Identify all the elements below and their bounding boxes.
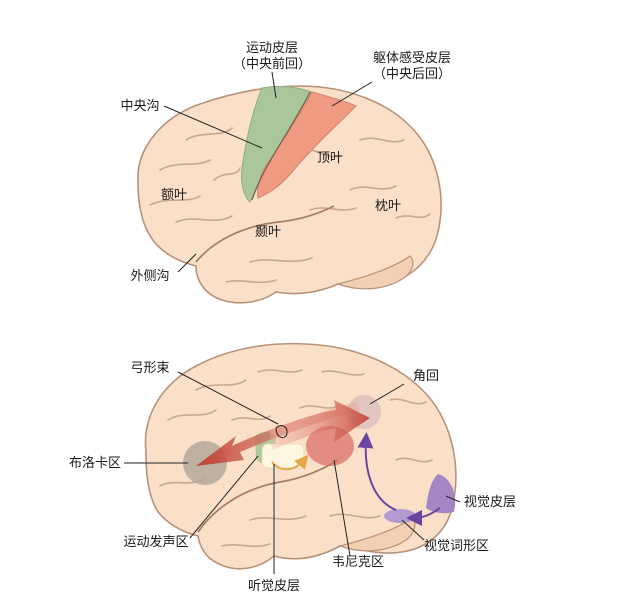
visual-word-form-region: [384, 509, 416, 523]
arcuate-arrow-to-wernicke: [270, 400, 370, 450]
label-broca-area: 布洛卡区: [69, 456, 121, 471]
label-frontal-lobe: 额叶: [161, 188, 187, 203]
leader-visual-cortex: [445, 495, 461, 503]
leader-wernicke: [333, 459, 351, 557]
label-arcuate-fasciculus: 弓形束: [130, 361, 169, 376]
auditory-cortex-region: [261, 443, 305, 469]
top-cerebellum: [335, 255, 414, 290]
label-temporal-lobe: 颞叶: [255, 225, 281, 240]
visual-path-arrow-up: [357, 432, 397, 511]
label-motor-speech-area: 运动发声区: [123, 534, 188, 550]
leader-central-sulcus: [163, 105, 263, 149]
label-motor-cortex-sub: （中央前回）: [233, 56, 311, 72]
label-somatosensory: 躯体感受皮层: [373, 50, 451, 66]
leader-motor-cortex: [271, 71, 277, 99]
leader-angular-gyrus: [369, 383, 405, 405]
top-central-sulcus-line: [251, 91, 311, 201]
leader-lateral-sulcus: [177, 253, 197, 273]
label-wernicke-area: 韦尼克区: [332, 555, 384, 570]
visual-cortex-region: [426, 474, 456, 514]
leader-motor-speech: [189, 455, 259, 539]
label-central-sulcus: 中央沟: [120, 99, 159, 114]
leader-visual-word-form: [401, 519, 425, 541]
label-parietal-lobe: 顶叶: [317, 151, 343, 166]
label-visual-word-form-area: 视觉词形区: [424, 539, 489, 554]
leader-somatosensory: [331, 81, 373, 107]
top-lateral-sulcus-line: [195, 205, 335, 263]
label-angular-gyrus: 角回: [413, 369, 439, 384]
visual-path-arrow-across: [406, 507, 441, 526]
label-occipital-lobe: 枕叶: [375, 199, 401, 214]
label-auditory-cortex: 听觉皮层: [248, 579, 300, 594]
bottom-cerebellum: [337, 517, 416, 552]
top-brain: [137, 85, 442, 304]
label-visual-cortex: 视觉皮层: [464, 495, 516, 510]
leader-arcuate: [177, 371, 279, 425]
label-lateral-sulcus: 外侧沟: [130, 269, 169, 284]
label-motor-cortex: 运动皮层: [246, 41, 298, 56]
label-somatosensory-sub: （中央后回）: [373, 67, 451, 82]
bottom-lateral-sulcus-line: [197, 459, 339, 533]
arcuate-fasciculus-loop: [275, 425, 288, 439]
